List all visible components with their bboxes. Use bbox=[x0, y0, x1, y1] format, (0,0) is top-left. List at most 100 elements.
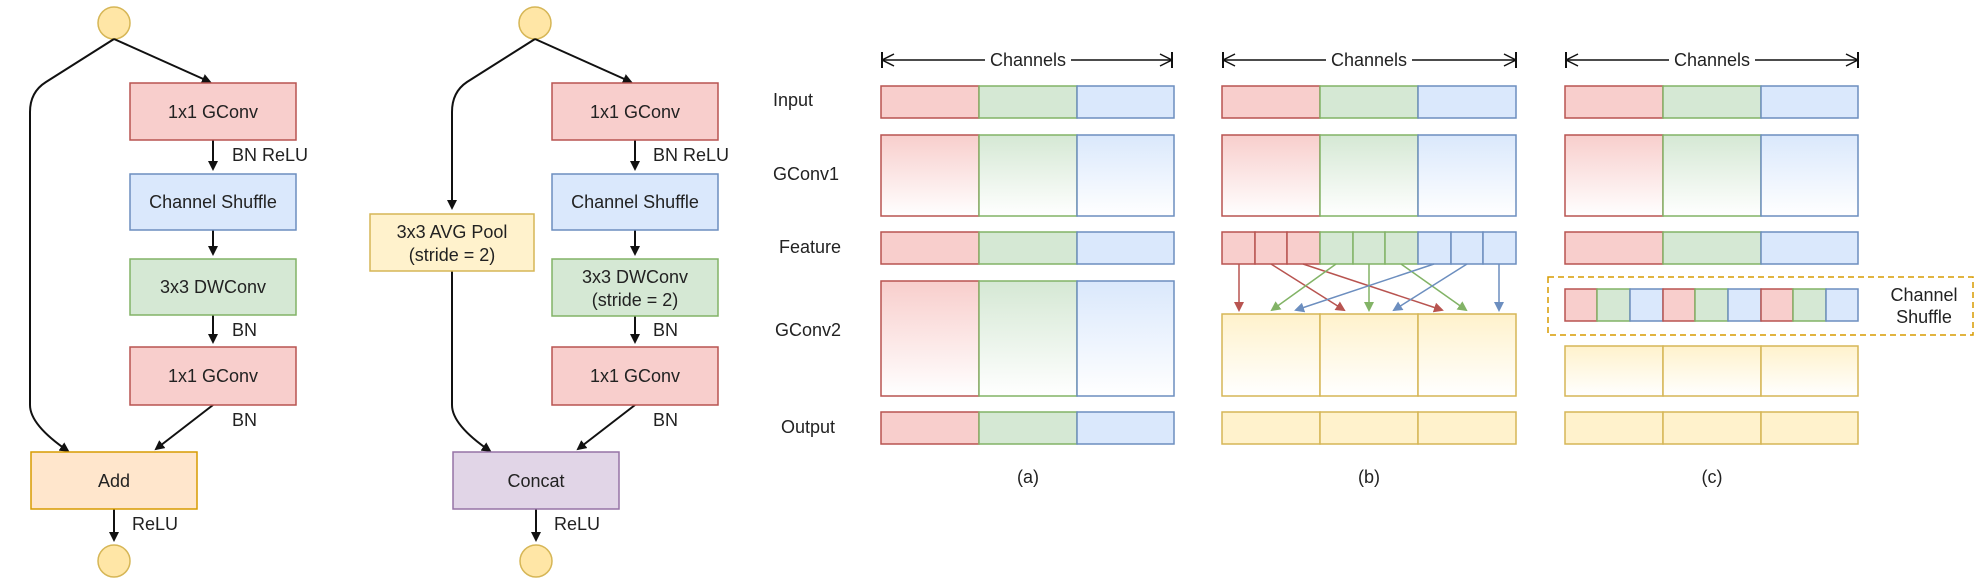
channel-shuffle-label: Channel Shuffle bbox=[149, 192, 277, 212]
gconv2-label: 1x1 GConv bbox=[168, 366, 258, 386]
output-green bbox=[978, 411, 1078, 445]
shuffle-label-line2: Shuffle bbox=[1896, 307, 1952, 327]
feature-green bbox=[1662, 231, 1762, 265]
shuffled-blue-2 bbox=[1727, 288, 1762, 322]
input-red bbox=[880, 85, 980, 119]
channels-arrowhead-left bbox=[881, 53, 895, 67]
gconv2-box bbox=[129, 346, 297, 406]
output-blue bbox=[1076, 411, 1175, 445]
channels-arrowhead-left bbox=[1222, 53, 1236, 67]
shuffled-green-2 bbox=[1694, 288, 1729, 322]
gconv1-blue bbox=[1760, 134, 1859, 217]
dwconv-label: 3x3 DWConv bbox=[160, 277, 266, 297]
conn-red-3 bbox=[1302, 263, 1444, 313]
gconv2-yellow-1 bbox=[1564, 345, 1664, 397]
avgpool-label-line2: (stride = 2) bbox=[409, 245, 496, 265]
conn-blue-1 bbox=[1294, 263, 1435, 313]
output-yellow-2 bbox=[1662, 411, 1762, 445]
dwconv-label-line1: 3x3 DWConv bbox=[582, 267, 688, 287]
gconv2-yellow-1 bbox=[1221, 313, 1321, 397]
gconv1-label: 1x1 GConv bbox=[590, 102, 680, 122]
channels-label-bg bbox=[985, 49, 1071, 71]
channels-label: Channels bbox=[1331, 50, 1407, 70]
row-label-output: Output bbox=[781, 417, 835, 437]
channel-shuffle-box bbox=[129, 173, 297, 231]
input-green bbox=[1662, 85, 1762, 119]
caption-a: (a) bbox=[1017, 467, 1039, 487]
conn-green-1 bbox=[1270, 263, 1337, 312]
feature-red-2 bbox=[1254, 231, 1288, 265]
unit-b: 1x1 GConv BN ReLU Channel Shuffle 3x3 AV… bbox=[369, 6, 729, 578]
channels-arrowhead-right bbox=[1503, 53, 1517, 67]
gconv2-label: 1x1 GConv bbox=[590, 366, 680, 386]
shuffled-red-3 bbox=[1760, 288, 1794, 322]
feature-blue bbox=[1076, 231, 1175, 265]
bn-label-2: BN bbox=[232, 410, 257, 430]
feature-red-1 bbox=[1221, 231, 1256, 265]
edge-gconv2-concat bbox=[576, 404, 636, 451]
shuffled-red-2 bbox=[1662, 288, 1696, 322]
conn-red-2 bbox=[1270, 263, 1346, 312]
input-blue bbox=[1417, 85, 1517, 119]
avgpool-label-line1: 3x3 AVG Pool bbox=[397, 222, 508, 242]
bn-label-2: BN bbox=[653, 410, 678, 430]
feature-green-3 bbox=[1384, 231, 1419, 265]
caption-b: (b) bbox=[1358, 467, 1380, 487]
input-blue bbox=[1760, 85, 1859, 119]
shuffled-green-3 bbox=[1792, 288, 1827, 322]
panel-b: Channels bbox=[1221, 49, 1517, 487]
feature-green bbox=[978, 231, 1078, 265]
output-node bbox=[97, 544, 131, 578]
input-node bbox=[518, 6, 552, 40]
input-green bbox=[1319, 85, 1419, 119]
feature-blue bbox=[1760, 231, 1859, 265]
input-blue bbox=[1076, 85, 1175, 119]
input-red bbox=[1564, 85, 1664, 119]
relu-label: ReLU bbox=[554, 514, 600, 534]
output-yellow-3 bbox=[1417, 411, 1517, 445]
panel-c: Channels Channel Shuffle (c) bbox=[1547, 49, 1974, 487]
panel-a: Channels (a) bbox=[880, 49, 1175, 487]
channel-shuffle-label: Channel Shuffle bbox=[571, 192, 699, 212]
concat-box bbox=[452, 451, 620, 510]
gconv1-green bbox=[978, 134, 1078, 217]
gconv1-green bbox=[1319, 134, 1419, 217]
gconv1-red bbox=[1221, 134, 1321, 217]
caption-c: (c) bbox=[1702, 467, 1723, 487]
add-box bbox=[30, 451, 198, 510]
gconv2-green bbox=[978, 280, 1078, 397]
channels-label: Channels bbox=[990, 50, 1066, 70]
shortcut-edge bbox=[29, 38, 115, 453]
gconv2-yellow-3 bbox=[1417, 313, 1517, 397]
edge-to-gconv1 bbox=[113, 38, 212, 84]
channels-arrowhead-left bbox=[1565, 53, 1579, 67]
channels-arrowhead-right bbox=[1159, 53, 1173, 67]
gconv1-box bbox=[129, 82, 297, 141]
input-node bbox=[97, 6, 131, 40]
output-yellow-1 bbox=[1221, 411, 1321, 445]
gconv1-red bbox=[1564, 134, 1664, 217]
edge-gconv2-add bbox=[154, 404, 214, 451]
shuffled-blue-3 bbox=[1825, 288, 1859, 322]
feature-green-2 bbox=[1352, 231, 1386, 265]
gconv2-yellow-2 bbox=[1662, 345, 1762, 397]
gconv2-yellow-2 bbox=[1319, 313, 1419, 397]
bn-label-1: BN bbox=[232, 320, 257, 340]
shuffle-connections bbox=[1234, 263, 1504, 313]
input-red bbox=[1221, 85, 1321, 119]
feature-blue-3 bbox=[1482, 231, 1517, 265]
gconv2-blue bbox=[1076, 280, 1175, 397]
channels-label-bg bbox=[1669, 49, 1755, 71]
feature-green-1 bbox=[1319, 231, 1354, 265]
avgpool-box bbox=[369, 213, 535, 272]
feature-red-3 bbox=[1286, 231, 1321, 265]
output-yellow-2 bbox=[1319, 411, 1419, 445]
output-red bbox=[880, 411, 980, 445]
feature-blue-1 bbox=[1417, 231, 1452, 265]
channels-label-bg bbox=[1326, 49, 1412, 71]
dwconv-box bbox=[129, 258, 297, 316]
input-green bbox=[978, 85, 1078, 119]
channels-label: Channels bbox=[1674, 50, 1750, 70]
shuffle-frame bbox=[1547, 276, 1974, 336]
